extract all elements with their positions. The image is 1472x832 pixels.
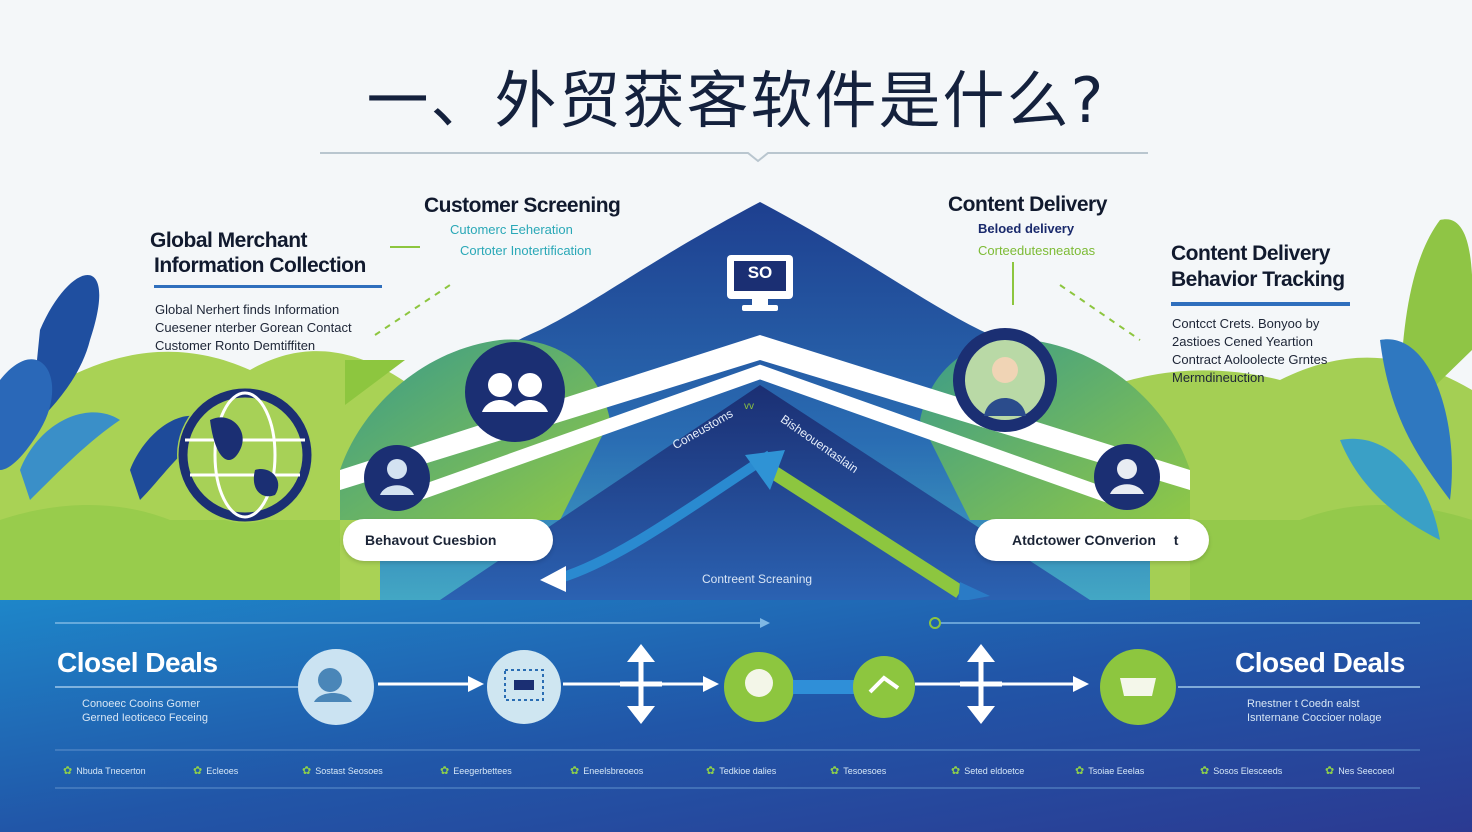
- dash-right: [1059, 284, 1141, 341]
- handshake-icon: [853, 656, 915, 718]
- bottom-left-line-1: Conoeec Cooins Gomer: [82, 698, 201, 710]
- pill-conversion-icon: t: [1173, 532, 1179, 548]
- flow-node-4: [1100, 649, 1176, 725]
- bottom-right-line-2: Isnternane Coccioer nolage: [1247, 712, 1382, 724]
- blue-arrow-top: [745, 450, 785, 490]
- row-item: ✿Sosos Elesceeds: [1200, 765, 1283, 777]
- globe-icon: [177, 387, 313, 523]
- inner-triangle: [440, 385, 1090, 600]
- green-arrow-shaft: [766, 464, 964, 598]
- user-icon: [364, 445, 430, 511]
- row-item: ✿Tedkioe dalies: [706, 765, 777, 777]
- arrow-tab-left: [345, 360, 405, 405]
- title-underline: [320, 152, 1148, 163]
- left-heading-1: Global Merchant: [150, 229, 308, 252]
- left-underline: [154, 285, 382, 288]
- screening-heading: Customer Screening: [424, 194, 621, 217]
- right-underline: [1171, 302, 1350, 306]
- pill-conversion-label: Atdctower COnverion: [1012, 532, 1156, 548]
- screening-line-2: Cortoter Inotertification: [460, 243, 592, 258]
- blue-arrow-shaft: [558, 450, 773, 583]
- bottom-left-line-2: Gerned Ieoticeco Feceing: [82, 712, 208, 724]
- row-item: ✿Ecleoes: [193, 765, 239, 777]
- inner-label-mark: vv: [744, 401, 754, 412]
- monitor-label: SO: [747, 263, 773, 282]
- right-line-2: 2astioes Cened Yeartion: [1172, 334, 1313, 349]
- flow-node-3: [724, 652, 794, 722]
- leaf-icon: ✿: [1325, 765, 1335, 777]
- left-line-3: Customer Ronto Demtiffiten: [155, 338, 316, 353]
- leaf-icon: ✿: [193, 765, 203, 777]
- green-arrow-head: [958, 582, 990, 602]
- leaf-right-3: [1340, 438, 1440, 540]
- leaf-icon: ✿: [706, 765, 716, 777]
- right-line-1: Contcct Crets. Bonyoo by: [1172, 316, 1320, 331]
- delivery-heading: Content Delivery: [948, 193, 1107, 216]
- bottom-band: [0, 600, 1472, 832]
- businessman-icon: [953, 328, 1057, 432]
- leaf-icon: ✿: [830, 765, 840, 777]
- delivery-line-2: Corteedutesneatoas: [978, 243, 1096, 258]
- row-item: ✿Tsoiae Eeelas: [1075, 765, 1145, 777]
- left-lower-hill: [0, 505, 340, 600]
- leaf-icon: ✿: [302, 765, 312, 777]
- leaf-icon: ✿: [1200, 765, 1210, 777]
- row-item: ✿Nes Seecoeol: [1325, 765, 1395, 777]
- right-lower-hill: [1190, 505, 1472, 600]
- leaf-icon: ✿: [63, 765, 73, 777]
- leaf-right-2: [1380, 339, 1452, 500]
- right-heading-1: Content Delivery: [1171, 242, 1330, 265]
- left-line-1: Global Nerhert finds Information: [155, 302, 340, 317]
- vertical-arrows-icon: [620, 644, 662, 724]
- right-line-3: Contract Aoloolecte Grntes: [1172, 352, 1328, 367]
- pill-behavior-collection: Behavout Cuesbion: [343, 519, 553, 561]
- inner-label-bottom: Contreent Screaning: [702, 572, 813, 586]
- leaf-left-2: [0, 359, 53, 470]
- row-item: ✿Seted eldoetce: [951, 765, 1025, 777]
- leaf-icon: ✿: [570, 765, 580, 777]
- row-item: ✿Nbuda Tnecerton: [63, 765, 146, 777]
- bottom-right-line-1: Rnestner t Coedn ealst: [1247, 698, 1360, 710]
- leaf-icon: ✿: [1075, 765, 1085, 777]
- bottom-right-heading: Closed Deals: [1235, 647, 1405, 678]
- dash-left: [374, 284, 451, 336]
- left-heading-2: Information Collection: [154, 254, 366, 277]
- woman-icon: [1094, 444, 1160, 510]
- leaf-icon: ✿: [440, 765, 450, 777]
- left-line-2: Cuesener nterber Gorean Contact: [155, 320, 352, 335]
- row-item: ✿Eneelsbreoeos: [570, 765, 644, 777]
- monitor-icon: [727, 255, 793, 311]
- flow-node-2: [487, 650, 561, 724]
- row-item: ✿Eeegerbettees: [440, 765, 512, 777]
- blue-arrow-head: [540, 566, 566, 592]
- screening-line-1: Cutomerc Eeheration: [450, 222, 573, 237]
- row-item: ✿Tesoesoes: [830, 765, 887, 777]
- flow-node-1: [298, 649, 374, 725]
- right-line-4: Mermdineuction: [1172, 370, 1265, 385]
- right-heading-2: Behavior Tracking: [1171, 268, 1345, 291]
- leaf-left-3: [20, 412, 120, 500]
- delivery-line-1: Beloed delivery: [978, 221, 1075, 236]
- white-chevron-inner: [397, 364, 1123, 507]
- leaf-icon: ✿: [951, 765, 961, 777]
- bottom-left-heading: Closel Deals: [57, 647, 218, 678]
- row-item: ✿Sostast Seosoes: [302, 765, 383, 777]
- pill-conversion: Atdctower COnverion t: [975, 519, 1209, 561]
- people-icon: [465, 342, 565, 442]
- page-title: 一、外贸获客软件是什么?: [366, 64, 1106, 137]
